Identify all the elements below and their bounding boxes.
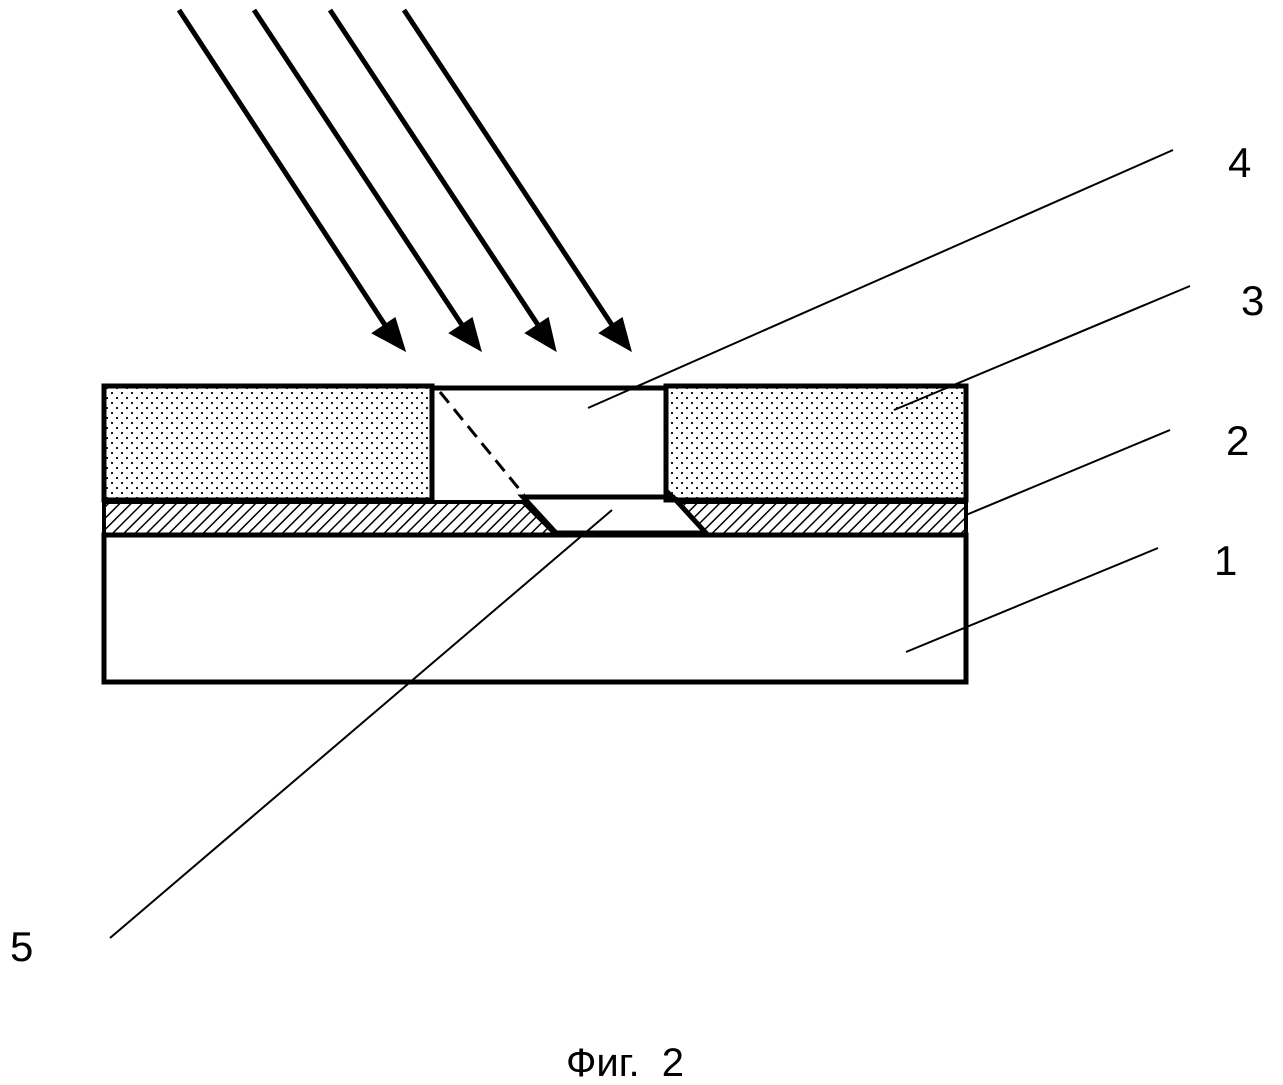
top-layer-left-block bbox=[101, 383, 435, 503]
leader-line-5 bbox=[109, 509, 613, 939]
window-right-bevel bbox=[664, 488, 680, 504]
callout-label-5: 5 bbox=[10, 923, 34, 970]
figure-caption: Фиг. 2 bbox=[566, 1041, 685, 1085]
leader-line-4 bbox=[587, 149, 1174, 409]
callout-label-3: 3 bbox=[1241, 277, 1265, 324]
interlayer-left bbox=[102, 500, 561, 537]
radiation-arrow bbox=[176, 8, 388, 327]
leader-line-1 bbox=[905, 547, 1159, 653]
arrowhead bbox=[448, 316, 482, 353]
callout-label-4: 4 bbox=[1228, 139, 1252, 186]
leader-line-2 bbox=[965, 429, 1171, 516]
radiation-arrow bbox=[401, 8, 615, 327]
incident-radiation-arrows bbox=[176, 8, 632, 353]
radiation-arrow bbox=[327, 8, 541, 327]
callout-label-2: 2 bbox=[1226, 417, 1250, 464]
interlayer-right bbox=[668, 500, 968, 537]
radiation-arrow bbox=[251, 8, 465, 327]
leader-line-3 bbox=[893, 285, 1191, 411]
arrowhead bbox=[598, 316, 632, 353]
top-layer-right-block bbox=[663, 383, 969, 503]
leader-lines bbox=[109, 149, 1191, 939]
arrowhead bbox=[371, 317, 407, 353]
channel-region bbox=[517, 494, 712, 536]
callout-label-1: 1 bbox=[1214, 537, 1238, 584]
substrate-layer bbox=[101, 532, 969, 685]
arrowhead bbox=[524, 316, 557, 353]
oblique-dashed-line bbox=[438, 391, 526, 496]
